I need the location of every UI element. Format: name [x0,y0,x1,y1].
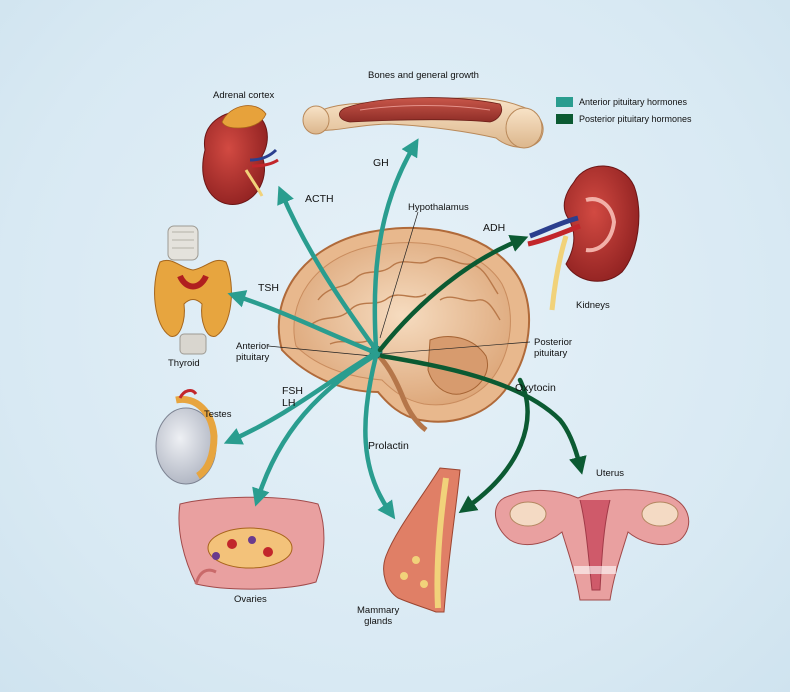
arrow-prolactin [363,353,396,520]
label-fsh: FSH [282,385,303,397]
label-adh: ADH [483,222,506,234]
label-bones: Bones and general growth [368,70,479,81]
legend-label-posterior: Posterior pituitary hormones [579,114,692,124]
label-thyroid: Thyroid [168,358,200,369]
adrenal-kidney-illustration [202,105,279,205]
label-adrenal-cortex: Adrenal cortex [213,90,275,101]
label-tsh: TSH [258,282,279,294]
testes-illustration [155,389,218,485]
label-prolactin: Prolactin [368,440,409,452]
ovaries-illustration [178,496,325,590]
label-hypothalamus: Hypothalamus [408,202,469,213]
arrow-fsh-lh-ovaries [252,353,377,507]
label-anterior-pituitary: Anterior pituitary [236,341,269,363]
legend-swatch-anterior [556,97,573,107]
label-mammary-glands: Mammary glands [357,605,399,627]
legend: Anterior pituitary hormones Posterior pi… [556,94,692,128]
legend-item-posterior: Posterior pituitary hormones [556,111,692,127]
arrow-oxytocin-mammary [458,377,530,514]
label-lh: LH [282,397,296,409]
label-fsh-lh: FSH LH [282,385,303,409]
label-uterus: Uterus [596,468,624,479]
arrow-oxytocin-uterus [379,353,587,475]
label-testes: Testes [204,409,232,420]
arrow-tsh [227,290,377,355]
arrow-acth [277,185,379,353]
label-acth: ACTH [305,193,334,205]
label-posterior-line1: Posterior [534,337,573,348]
label-ovaries: Ovaries [234,594,267,605]
label-mammary-line2: glands [364,616,393,627]
label-oxytocin: Oxytocin [515,382,556,394]
anterior-arrows [223,138,419,520]
label-mammary-line1: Mammary [357,605,400,616]
mammary-gland-illustration [383,467,461,613]
label-anterior-line1: Anterior [236,341,270,352]
arrow-adh [377,234,529,353]
posterior-arrows [377,234,587,514]
kidney-illustration [527,165,640,311]
label-posterior-pituitary: Posterior pituitary [534,337,572,359]
label-kidneys: Kidneys [576,300,610,311]
bone-illustration [302,97,544,149]
uterus-illustration [495,489,690,601]
label-posterior-line2: pituitary [534,348,568,359]
arrow-gh [372,138,419,351]
thyroid-illustration [154,225,232,355]
legend-swatch-posterior [556,114,573,124]
legend-label-anterior: Anterior pituitary hormones [579,97,688,107]
label-gh: GH [373,157,389,169]
label-anterior-line2: pituitary [236,352,270,363]
legend-item-anterior: Anterior pituitary hormones [556,94,692,110]
